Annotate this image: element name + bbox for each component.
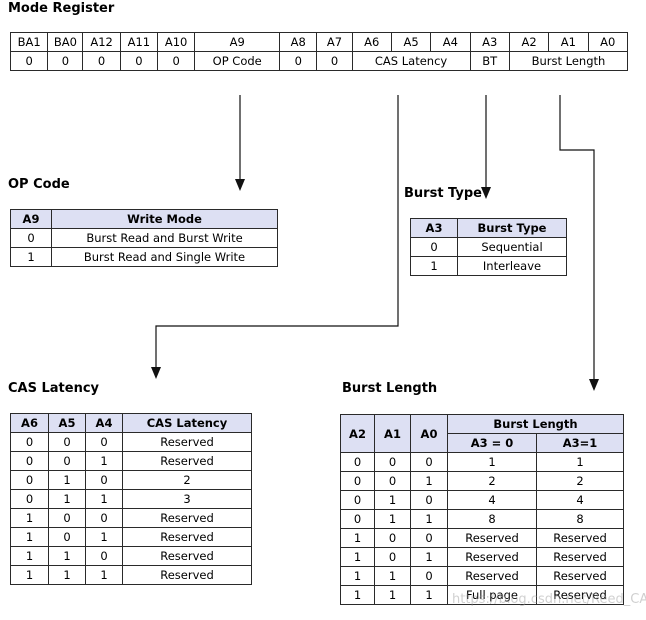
bit-value: 0 [156, 51, 196, 71]
col-header: A2 [340, 414, 375, 453]
bit-value: 0 [82, 51, 121, 71]
cell: Reserved [447, 566, 537, 586]
col-header: A3=1 [536, 433, 624, 453]
bit-value: 0 [316, 51, 353, 71]
cell: Full page [447, 585, 537, 605]
bit-label: A5 [390, 32, 432, 52]
bit-value: 0 [9, 51, 49, 71]
bit-label: BA1 [9, 32, 49, 52]
burst-type-table: A3 Burst Type 0 Sequential 1 Interleave [410, 218, 567, 276]
bit-value: 0 [279, 51, 318, 71]
op-code-field: OP Code [194, 51, 281, 71]
table-row: 1 Burst Read and Single Write [10, 247, 278, 267]
bit-label: A1 [548, 32, 589, 52]
cell: Reserved [536, 547, 624, 567]
bt-field: BT [469, 51, 510, 71]
op-code-table: A9 Write Mode 0 Burst Read and Burst Wri… [10, 209, 278, 267]
cell: 1 [10, 565, 49, 585]
op-code-title: OP Code [8, 177, 70, 192]
cell: Reserved [447, 528, 537, 548]
cell: Sequential [457, 237, 567, 257]
cas-latency-field: CAS Latency [351, 51, 471, 71]
cell: Burst Read and Single Write [51, 247, 278, 267]
burst-length-arrow-line [559, 95, 595, 380]
watermark: https://blog.csdn.net/Reed_CA [452, 592, 646, 607]
cell: Reserved [536, 585, 624, 605]
cell: Reserved [536, 566, 624, 586]
mode-register-title: Mode Register [8, 1, 115, 16]
cell: Interleave [457, 256, 567, 276]
cell: 1 [410, 585, 448, 605]
cell: Reserved [122, 546, 252, 566]
op-code-arrowhead [235, 179, 245, 191]
cas-latency-arrow-line [155, 95, 399, 368]
burst-length-title: Burst Length [342, 381, 438, 396]
col-header: A0 [410, 414, 448, 453]
col-header: Burst Type [457, 218, 567, 238]
cas-latency-title: CAS Latency [8, 381, 100, 396]
col-header: A4 [85, 413, 123, 433]
bit-label: A8 [279, 32, 318, 52]
col-header: Burst Length [447, 414, 624, 434]
cell: 1 [85, 565, 123, 585]
cell: Reserved [122, 565, 252, 585]
mode-register-value-row: 0 0 0 0 0 OP Code 0 0 CAS Latency BT Bur… [9, 51, 629, 71]
burst-length-arrowhead [589, 379, 599, 391]
cell: 1 [410, 256, 458, 276]
col-header: A3 = 0 [447, 433, 537, 453]
table-row: 1 Interleave [410, 256, 567, 276]
bit-value: 0 [47, 51, 84, 71]
cell: Reserved [122, 432, 252, 452]
col-header: CAS Latency [122, 413, 252, 433]
mode-register-table: BA1 BA0 A12 A11 A10 A9 A8 A7 A6 A5 A4 A3… [9, 32, 629, 71]
bit-label: A4 [430, 32, 471, 52]
bit-label: A10 [156, 32, 196, 52]
table-row: 0 Sequential [410, 237, 567, 257]
bit-label: A7 [316, 32, 353, 52]
burst-length-field: Burst Length [508, 51, 629, 71]
cas-latency-arrowhead [151, 367, 161, 379]
burst-type-arrowhead [481, 187, 491, 199]
burst-type-title: Burst Type [404, 186, 482, 201]
cell: 1 [10, 247, 52, 267]
